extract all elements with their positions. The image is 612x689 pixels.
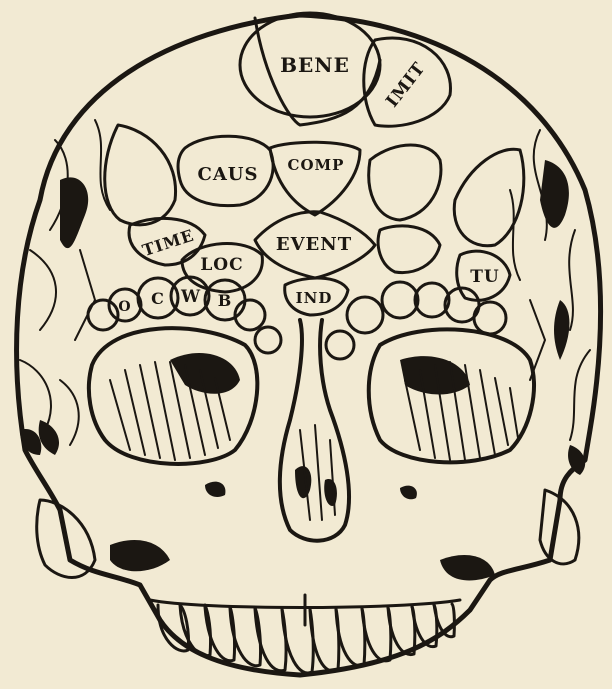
label-c: C [151, 289, 165, 308]
label-tu: TU [470, 267, 499, 287]
label-comp: COMP [288, 156, 345, 174]
label-b: B [218, 291, 233, 310]
label-bene: BENE [280, 53, 350, 77]
left-cheek-mark [205, 482, 225, 497]
nasal-cavity [280, 320, 349, 541]
label-w: W [180, 287, 201, 307]
region-comp-outline [270, 142, 360, 215]
label-event: EVENT [276, 234, 352, 255]
region-right-middle-outline [369, 145, 441, 220]
label-caus: CAUS [198, 164, 259, 185]
label-loc: LOC [200, 255, 243, 275]
left-eye-socket [89, 328, 257, 464]
left-zygomatic-shading [110, 540, 170, 571]
left-temple-shading [39, 177, 89, 455]
label-imit: IMIT [382, 59, 429, 112]
region-right-lower-outline [378, 226, 440, 273]
right-eye-socket [369, 329, 534, 462]
label-ind: IND [296, 289, 333, 307]
right-zygomatic-shading [440, 555, 495, 580]
region-left-upper-outline [105, 125, 176, 225]
right-temple-shading [540, 160, 569, 360]
right-brow-bumps [326, 282, 506, 359]
label-o: O [118, 299, 131, 315]
left-suture-lines [20, 120, 110, 445]
right-cheek-mark [400, 486, 417, 500]
